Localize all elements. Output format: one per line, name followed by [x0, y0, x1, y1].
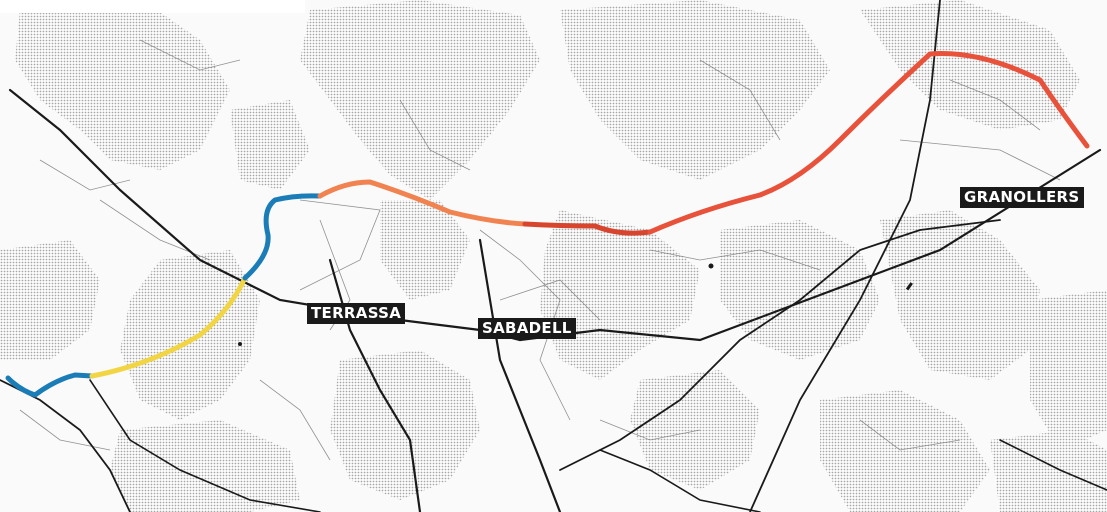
- route-segment-west-blue: [5, 372, 95, 398]
- route-segment-red: [647, 51, 1090, 235]
- route-segment-orange: [317, 179, 528, 227]
- city-label-sabadell: SABADELL: [478, 318, 576, 339]
- route: [5, 51, 1090, 398]
- header-strip: [0, 0, 305, 13]
- city-label-granollers: GRANOLLERS: [960, 187, 1084, 208]
- route-segment-yellow: [89, 275, 248, 379]
- city-label-terrassa: TERRASSA: [307, 303, 406, 324]
- map-markers: [238, 263, 913, 346]
- minor-roads: [19, 39, 1061, 461]
- route-segment-blue-terrassa: [242, 193, 323, 281]
- route-segment-dark-red: [522, 221, 653, 236]
